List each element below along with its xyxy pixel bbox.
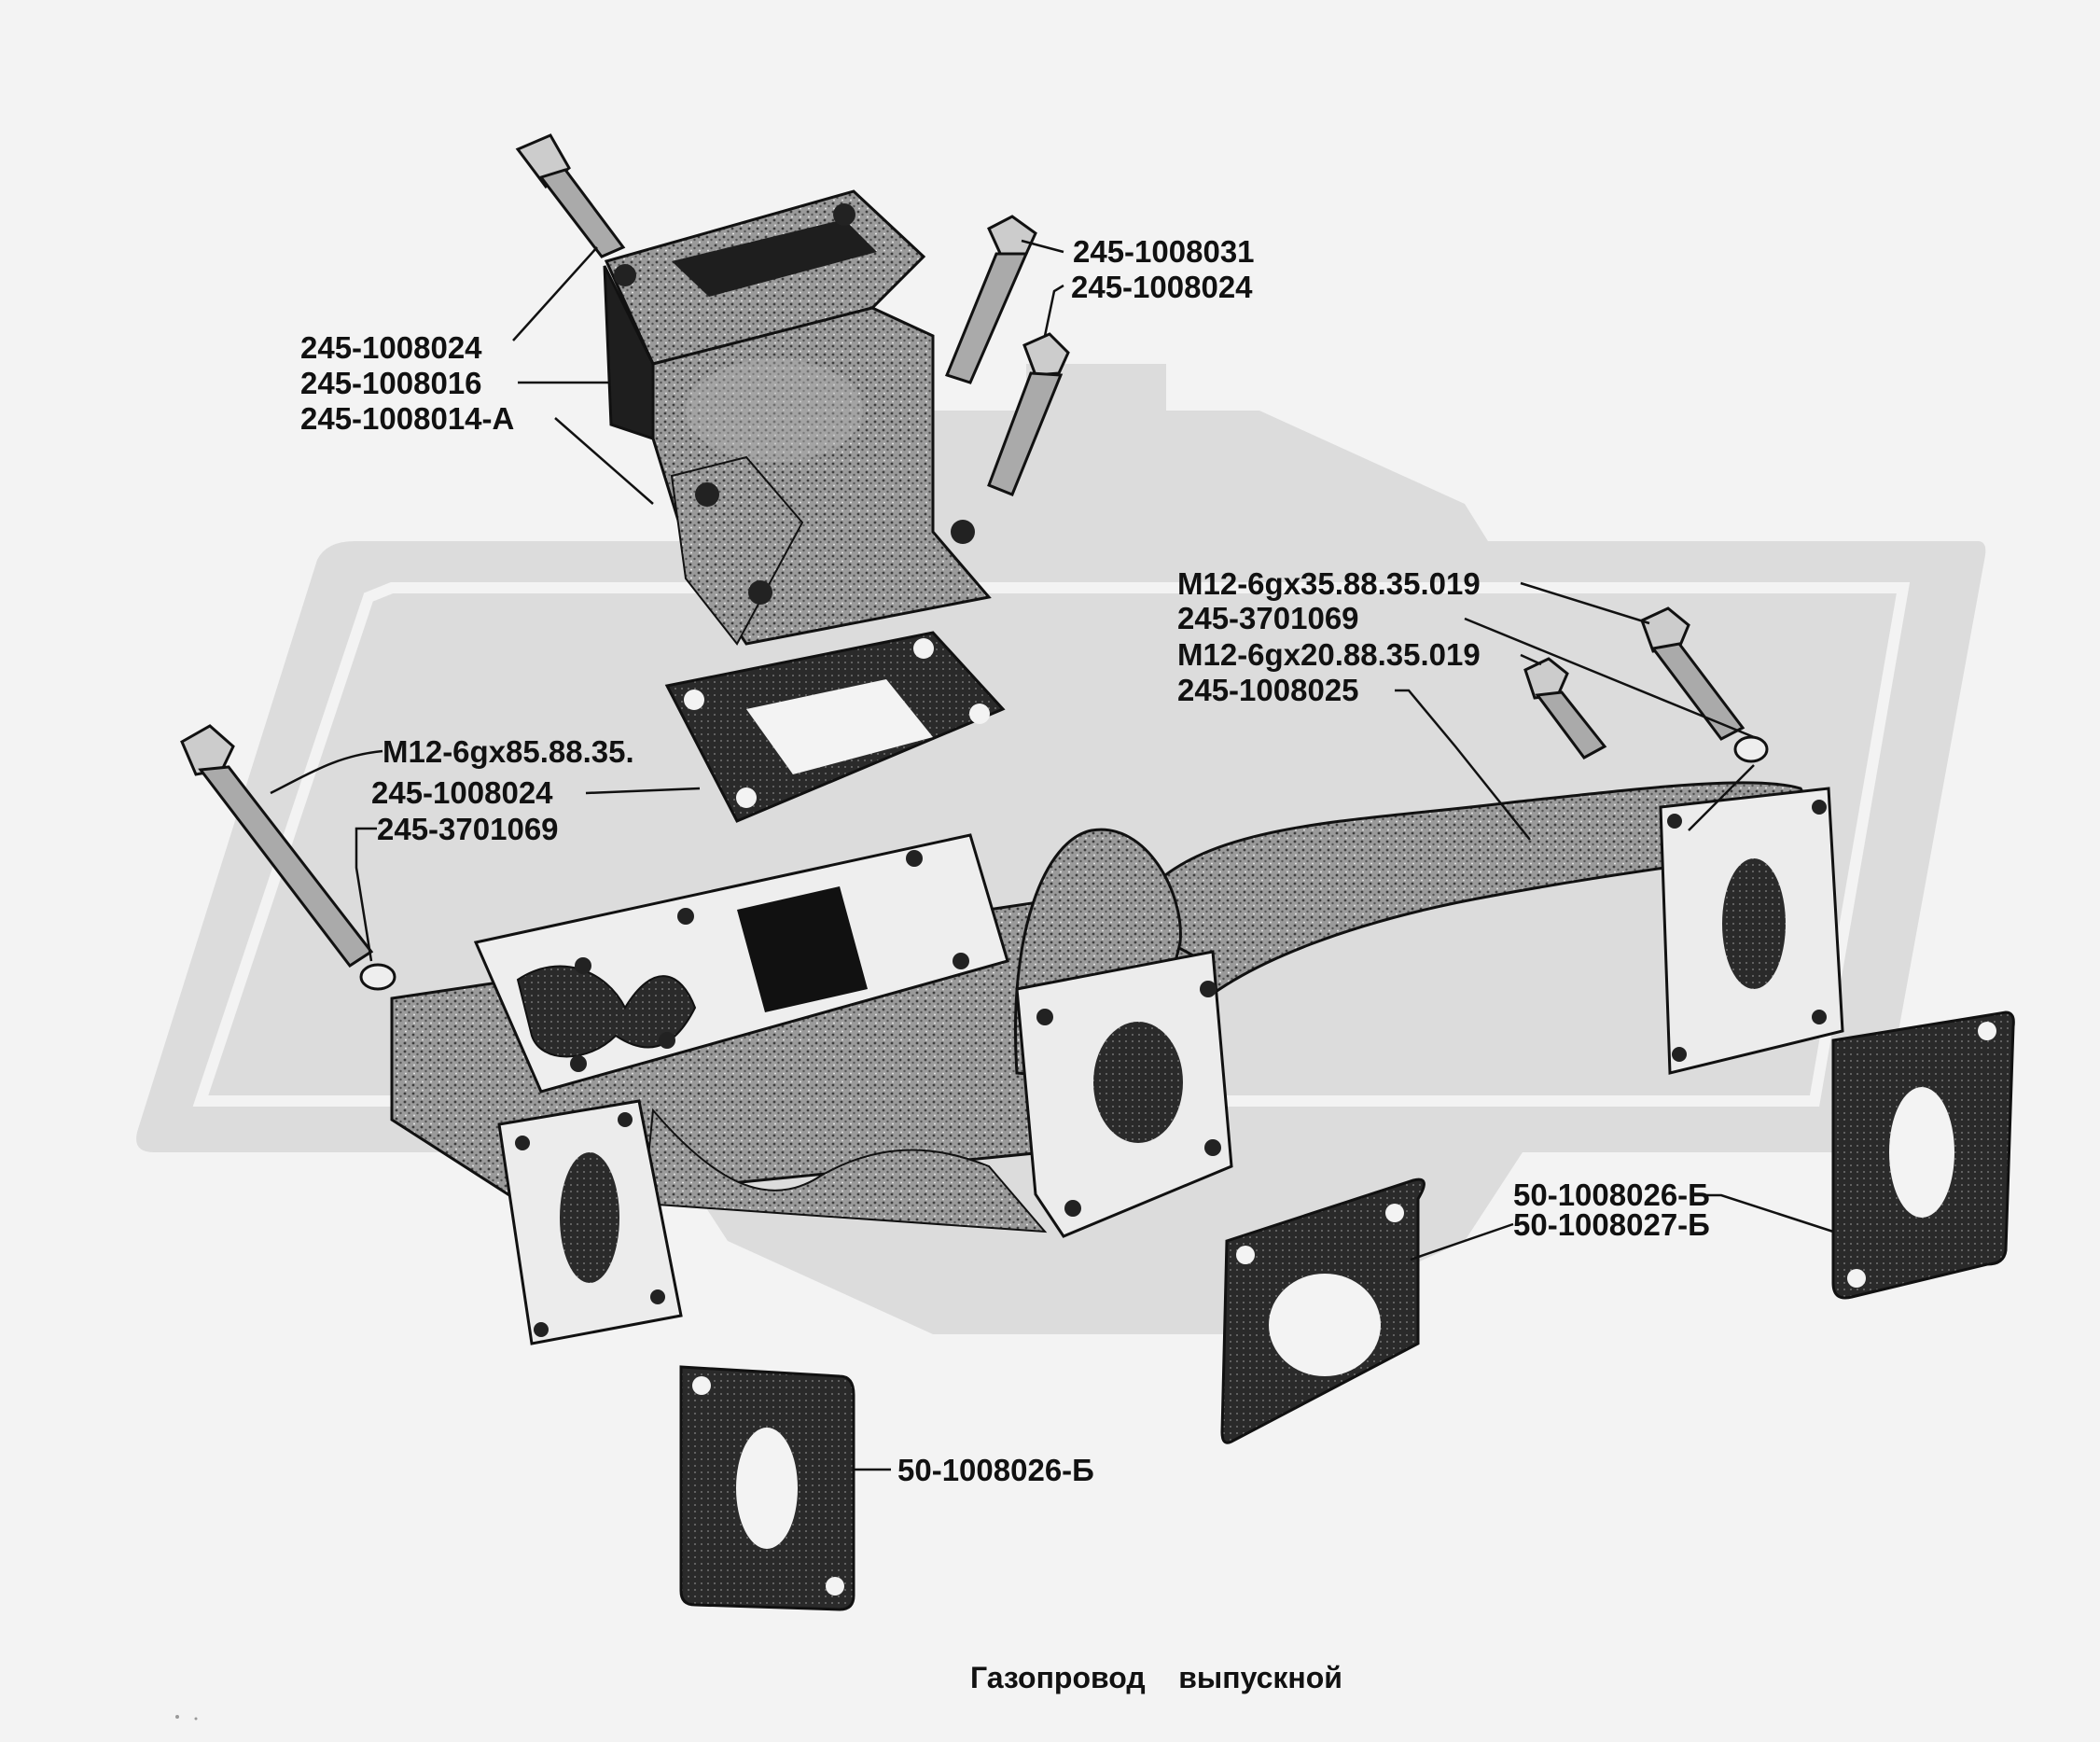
part-label-245-1008024-left: 245-1008024 (371, 775, 553, 810)
scan-specks (175, 1715, 198, 1721)
bolt-top-left (515, 133, 626, 258)
flange-gasket (664, 631, 1006, 823)
bolt-m12-35 (1640, 606, 1769, 763)
bolt-m12-20 (1523, 657, 1607, 760)
part-label-245-1008024-top: 245-1008024 (300, 330, 482, 365)
leader-lines (270, 239, 1834, 1471)
port-gasket-bottom (679, 1365, 855, 1611)
part-label-245-1008014-a: 245-1008014-А (300, 401, 515, 436)
part-label-245-3701069-left: 245-3701069 (377, 812, 559, 846)
bolt-245-1008031 (944, 215, 1037, 384)
bolt-245-1008024-right (987, 332, 1070, 496)
part-label-m12-6gx85: М12-6gx85.88.35. (382, 734, 634, 769)
part-label-245-1008031: 245-1008031 (1073, 234, 1255, 269)
part-label-m12-6gx35: М12-6gx35.88.35.019 (1177, 566, 1481, 601)
exhaust-manifold (390, 781, 1844, 1345)
outlet-housing (603, 189, 992, 646)
part-label-245-1008024-right: 245-1008024 (1071, 270, 1253, 304)
part-label-245-1008016: 245-1008016 (300, 366, 482, 400)
diagram-caption: Газопровод выпускной (970, 1661, 1342, 1694)
bolt-long-left (180, 724, 396, 991)
part-label-245-3701069-right: 245-3701069 (1177, 601, 1359, 635)
part-label-50-1008026-b-right: 50-1008026-Б (1513, 1178, 1710, 1212)
port-gasket-middle (1220, 1178, 1425, 1444)
port-gasket-right (1831, 1010, 2015, 1300)
part-label-m12-6gx20: М12-6gx20.88.35.019 (1177, 637, 1481, 672)
part-label-50-1008026-b-bottom: 50-1008026-Б (897, 1453, 1094, 1487)
part-label-245-1008025: 245-1008025 (1177, 673, 1359, 707)
part-label-50-1008027-b: 50-1008027-Б (1513, 1207, 1710, 1242)
